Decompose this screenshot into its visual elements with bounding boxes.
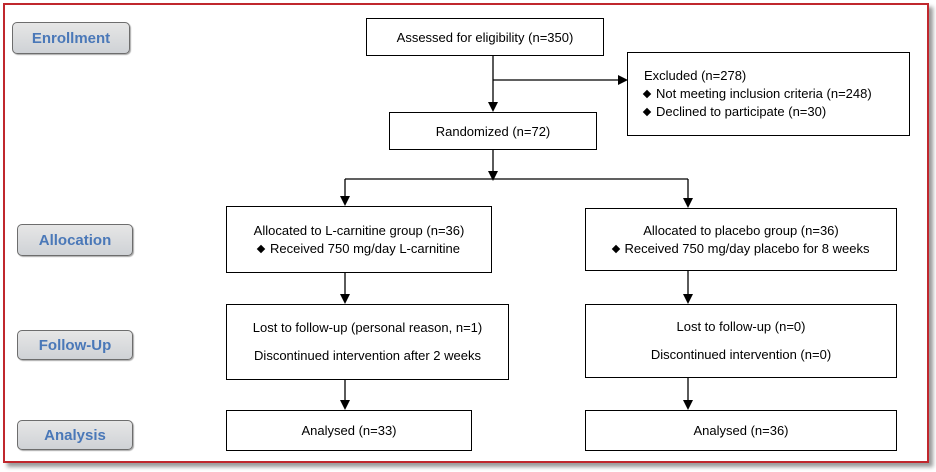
right-analysis-text: Analysed (n=36) <box>693 423 789 438</box>
right-followup-box: Lost to follow-up (n=0) Discontinued int… <box>585 304 897 378</box>
left-analysis-box: Analysed (n=33) <box>226 410 472 451</box>
excluded-item-text: Declined to participate (n=30) <box>656 104 827 119</box>
randomized-box: Randomized (n=72) <box>389 112 597 150</box>
stage-label-analysis: Analysis <box>17 420 133 450</box>
left-followup-lost: Lost to follow-up (personal reason, n=1) <box>252 320 483 335</box>
right-allocation-title: Allocated to placebo group (n=36) <box>643 222 839 238</box>
right-allocation-box: Allocated to placebo group (n=36) Receiv… <box>585 208 897 271</box>
left-analysis-text: Analysed (n=33) <box>301 423 397 438</box>
right-followup-discontinued: Discontinued intervention (n=0) <box>650 347 832 362</box>
excluded-item-text: Not meeting inclusion criteria (n=248) <box>656 86 872 101</box>
bullet-icon <box>256 244 266 253</box>
bullet-icon <box>642 107 652 117</box>
stage-label-allocation: Allocation <box>17 224 133 256</box>
bullet-icon <box>642 89 652 99</box>
left-allocation-box: Allocated to L-carnitine group (n=36) Re… <box>226 206 492 273</box>
assessed-text: Assessed for eligibility (n=350) <box>396 29 574 45</box>
excluded-box: Excluded (n=278) Not meeting inclusion c… <box>627 52 910 136</box>
left-followup-discontinued: Discontinued intervention after 2 weeks <box>254 348 481 363</box>
right-analysis-box: Analysed (n=36) <box>585 410 897 451</box>
stage-label-follow-up: Follow-Up <box>17 330 133 360</box>
excluded-item: Not meeting inclusion criteria (n=248) <box>642 85 909 103</box>
excluded-title: Excluded (n=278) <box>644 68 747 83</box>
left-allocation-title: Allocated to L-carnitine group (n=36) <box>253 222 465 238</box>
stage-label-enrollment: Enrollment <box>12 22 130 54</box>
left-followup-box: Lost to follow-up (personal reason, n=1)… <box>226 304 509 380</box>
left-allocation-item: Received 750 mg/day L-carnitine <box>256 240 461 258</box>
assessed-box: Assessed for eligibility (n=350) <box>366 18 604 56</box>
right-followup-lost: Lost to follow-up (n=0) <box>676 319 806 334</box>
left-allocation-item-text: Received 750 mg/day L-carnitine <box>269 240 461 256</box>
randomized-text: Randomized (n=72) <box>435 123 551 139</box>
right-allocation-item-text: Received 750 mg/day placebo for 8 weeks <box>624 240 870 256</box>
bullet-icon <box>611 244 620 253</box>
excluded-item: Declined to participate (n=30) <box>642 103 909 121</box>
right-allocation-item: Received 750 mg/day placebo for 8 weeks <box>611 240 870 258</box>
